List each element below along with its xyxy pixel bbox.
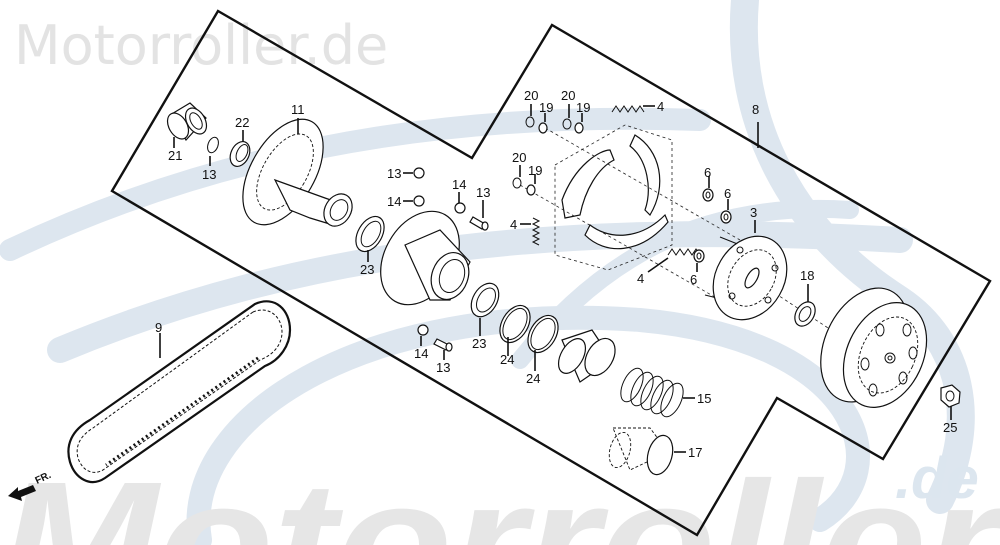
part-4-spring	[611, 105, 645, 113]
watermark-text-top: Motorroller.de	[14, 14, 388, 77]
callout-6-a: 6	[704, 165, 711, 180]
callout-23-b: 23	[472, 336, 486, 351]
part-4-spring	[667, 248, 701, 256]
leader-line	[647, 257, 669, 273]
part-17-guide-cylinder	[608, 427, 674, 476]
callout-14-b: 14	[452, 177, 466, 192]
part-24-o-ring	[499, 304, 531, 344]
callout-13-c: 13	[436, 360, 450, 375]
callout-17: 17	[688, 445, 702, 460]
part-6-damper	[693, 249, 705, 263]
callout-8: 8	[752, 102, 759, 117]
callout-4-a: 4	[657, 99, 664, 114]
part-6-damper	[702, 188, 714, 202]
callout-13-a: 13	[387, 166, 401, 181]
callout-20-b: 20	[561, 88, 575, 103]
watermark-text-bottom: Motorroller	[0, 447, 1000, 545]
assembly-axis-line	[519, 184, 721, 301]
assembly-frame	[110, 9, 992, 537]
watermark-swoosh	[186, 305, 870, 545]
callout-6-b: 6	[724, 186, 731, 201]
part-15-spring	[620, 367, 684, 418]
part-19-pin	[526, 184, 536, 196]
callout-19-c: 19	[528, 163, 542, 178]
part-clutch-bell	[820, 287, 928, 408]
part-19-pin	[574, 122, 584, 134]
part-24-o-ring	[527, 314, 559, 354]
part-25-nut	[940, 384, 961, 408]
callout-19-a: 19	[539, 100, 553, 115]
callout-14-a: 14	[387, 194, 401, 209]
callout-24-a: 24	[500, 352, 514, 367]
callout-4-b: 4	[510, 217, 517, 232]
callout-19-b: 19	[576, 100, 590, 115]
assembly-axis-line	[539, 124, 741, 241]
callout-25: 25	[943, 420, 957, 435]
part-19-pin	[538, 122, 548, 134]
part-4-spring	[531, 217, 541, 246]
callout-4-c: 4	[637, 271, 644, 286]
callout-15: 15	[697, 391, 711, 406]
part-23-oil-seal	[470, 282, 500, 318]
callout-26: 13	[202, 167, 216, 182]
part-6-damper	[720, 210, 732, 224]
callout-13-b: 13	[476, 185, 490, 200]
callout-11: 11	[291, 102, 305, 117]
callout-6-c: 6	[690, 272, 697, 287]
part-20-washer	[562, 118, 572, 130]
part-14-nut	[454, 202, 466, 214]
part-26-circlip	[207, 136, 219, 154]
part-9-drive-belt	[67, 300, 292, 484]
part-collar	[557, 329, 616, 383]
part-11-driven-face	[242, 118, 353, 227]
arrow-left-icon	[8, 485, 36, 501]
callout-9: 9	[155, 320, 162, 335]
part-18-washer	[794, 301, 816, 327]
part-14-nut	[413, 195, 425, 207]
part-23-oil-seal	[355, 215, 385, 253]
part-22-ball-bearing	[229, 141, 251, 167]
callout-18: 18	[800, 268, 814, 283]
part-21-needle-bearing	[166, 102, 208, 141]
part-14-nut	[417, 324, 429, 336]
clutch-shoe-group-outline	[554, 124, 673, 271]
part-3-drive-plate	[704, 235, 788, 321]
callout-14-c: 14	[414, 346, 428, 361]
callout-3: 3	[750, 205, 757, 220]
part-20-washer	[512, 177, 522, 189]
part-13-bolt	[433, 338, 453, 352]
part-13-collar	[413, 167, 425, 179]
assembly-axis-line	[769, 289, 901, 376]
callout-21: 21	[168, 148, 182, 163]
watermark-text-de: .de	[895, 446, 979, 511]
callout-20-c: 20	[512, 150, 526, 165]
callout-22: 22	[235, 115, 249, 130]
callout-23-a: 23	[360, 262, 374, 277]
callout-20-a: 20	[524, 88, 538, 103]
part-13-bolt	[469, 216, 489, 231]
callout-24-b: 24	[526, 371, 540, 386]
part-fixed-drive-face	[380, 210, 471, 306]
part-clutch-shoe	[561, 134, 669, 250]
part-20-washer	[525, 116, 535, 128]
